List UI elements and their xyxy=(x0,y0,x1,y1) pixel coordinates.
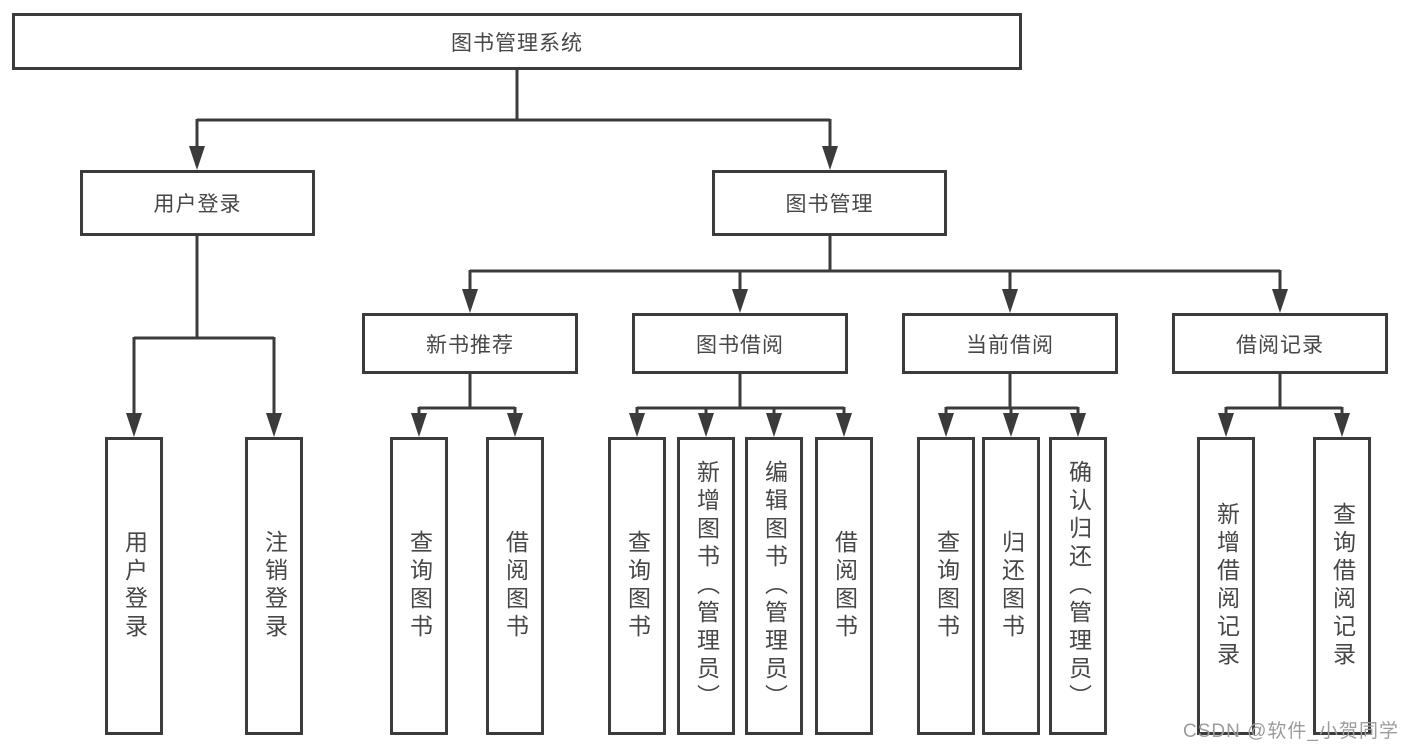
leaf-return-book: 归还图书 xyxy=(982,437,1040,735)
leaf-add-borrow-record-label: 新增借阅记录 xyxy=(1213,502,1240,670)
leaf-confirm-return-admin-label: 确认归还（管理员） xyxy=(1065,460,1092,712)
leaf-borrow-book-2: 借阅图书 xyxy=(815,437,873,735)
leaf-logout: 注销登录 xyxy=(245,437,303,735)
leaf-query-borrow-record-label: 查询借阅记录 xyxy=(1329,502,1356,670)
leaf-query-book-2-label: 查询图书 xyxy=(624,530,651,642)
leaf-borrow-book-1: 借阅图书 xyxy=(486,437,544,735)
leaf-edit-book-admin-label: 编辑图书（管理员） xyxy=(761,460,788,712)
leaf-user-login: 用户登录 xyxy=(105,437,163,735)
csdn-watermark: CSDN @软件_小贺同学 xyxy=(1183,721,1399,742)
leaf-query-book-3: 查询图书 xyxy=(917,437,975,735)
leaf-return-book-label: 归还图书 xyxy=(998,530,1025,642)
node-new-book-recommend: 新书推荐 xyxy=(362,313,578,374)
node-borrow-records-label: 借阅记录 xyxy=(1236,333,1324,357)
leaf-confirm-return-admin: 确认归还（管理员） xyxy=(1049,437,1107,735)
node-new-book-recommend-label: 新书推荐 xyxy=(426,333,514,357)
node-library-system-label: 图书管理系统 xyxy=(451,31,583,55)
node-library-system: 图书管理系统 xyxy=(12,13,1022,70)
arrowhead-icons xyxy=(126,146,1350,437)
node-book-management: 图书管理 xyxy=(712,170,947,236)
leaf-borrow-book-1-label: 借阅图书 xyxy=(502,530,529,642)
node-book-management-label: 图书管理 xyxy=(785,193,874,216)
node-current-borrow: 当前借阅 xyxy=(902,313,1118,374)
leaf-query-book-2: 查询图书 xyxy=(608,437,666,735)
leaf-logout-label: 注销登录 xyxy=(261,530,288,642)
leaf-query-book-1: 查询图书 xyxy=(390,437,448,735)
node-book-borrow-label: 图书借阅 xyxy=(696,333,784,357)
leaf-query-borrow-record: 查询借阅记录 xyxy=(1313,437,1371,735)
leaf-edit-book-admin: 编辑图书（管理员） xyxy=(745,437,803,735)
leaf-borrow-book-2-label: 借阅图书 xyxy=(831,530,858,642)
node-user-login: 用户登录 xyxy=(80,170,315,236)
node-user-login-label: 用户登录 xyxy=(153,193,242,216)
leaf-query-book-3-label: 查询图书 xyxy=(933,530,960,642)
leaf-user-login-label: 用户登录 xyxy=(121,530,148,642)
leaf-query-book-1-label: 查询图书 xyxy=(406,530,433,642)
leaf-add-book-admin: 新增图书（管理员） xyxy=(677,437,735,735)
leaf-add-borrow-record: 新增借阅记录 xyxy=(1197,437,1255,735)
node-book-borrow: 图书借阅 xyxy=(632,313,848,374)
node-current-borrow-label: 当前借阅 xyxy=(966,333,1054,357)
leaf-add-book-admin-label: 新增图书（管理员） xyxy=(693,460,720,712)
node-borrow-records: 借阅记录 xyxy=(1172,313,1388,374)
